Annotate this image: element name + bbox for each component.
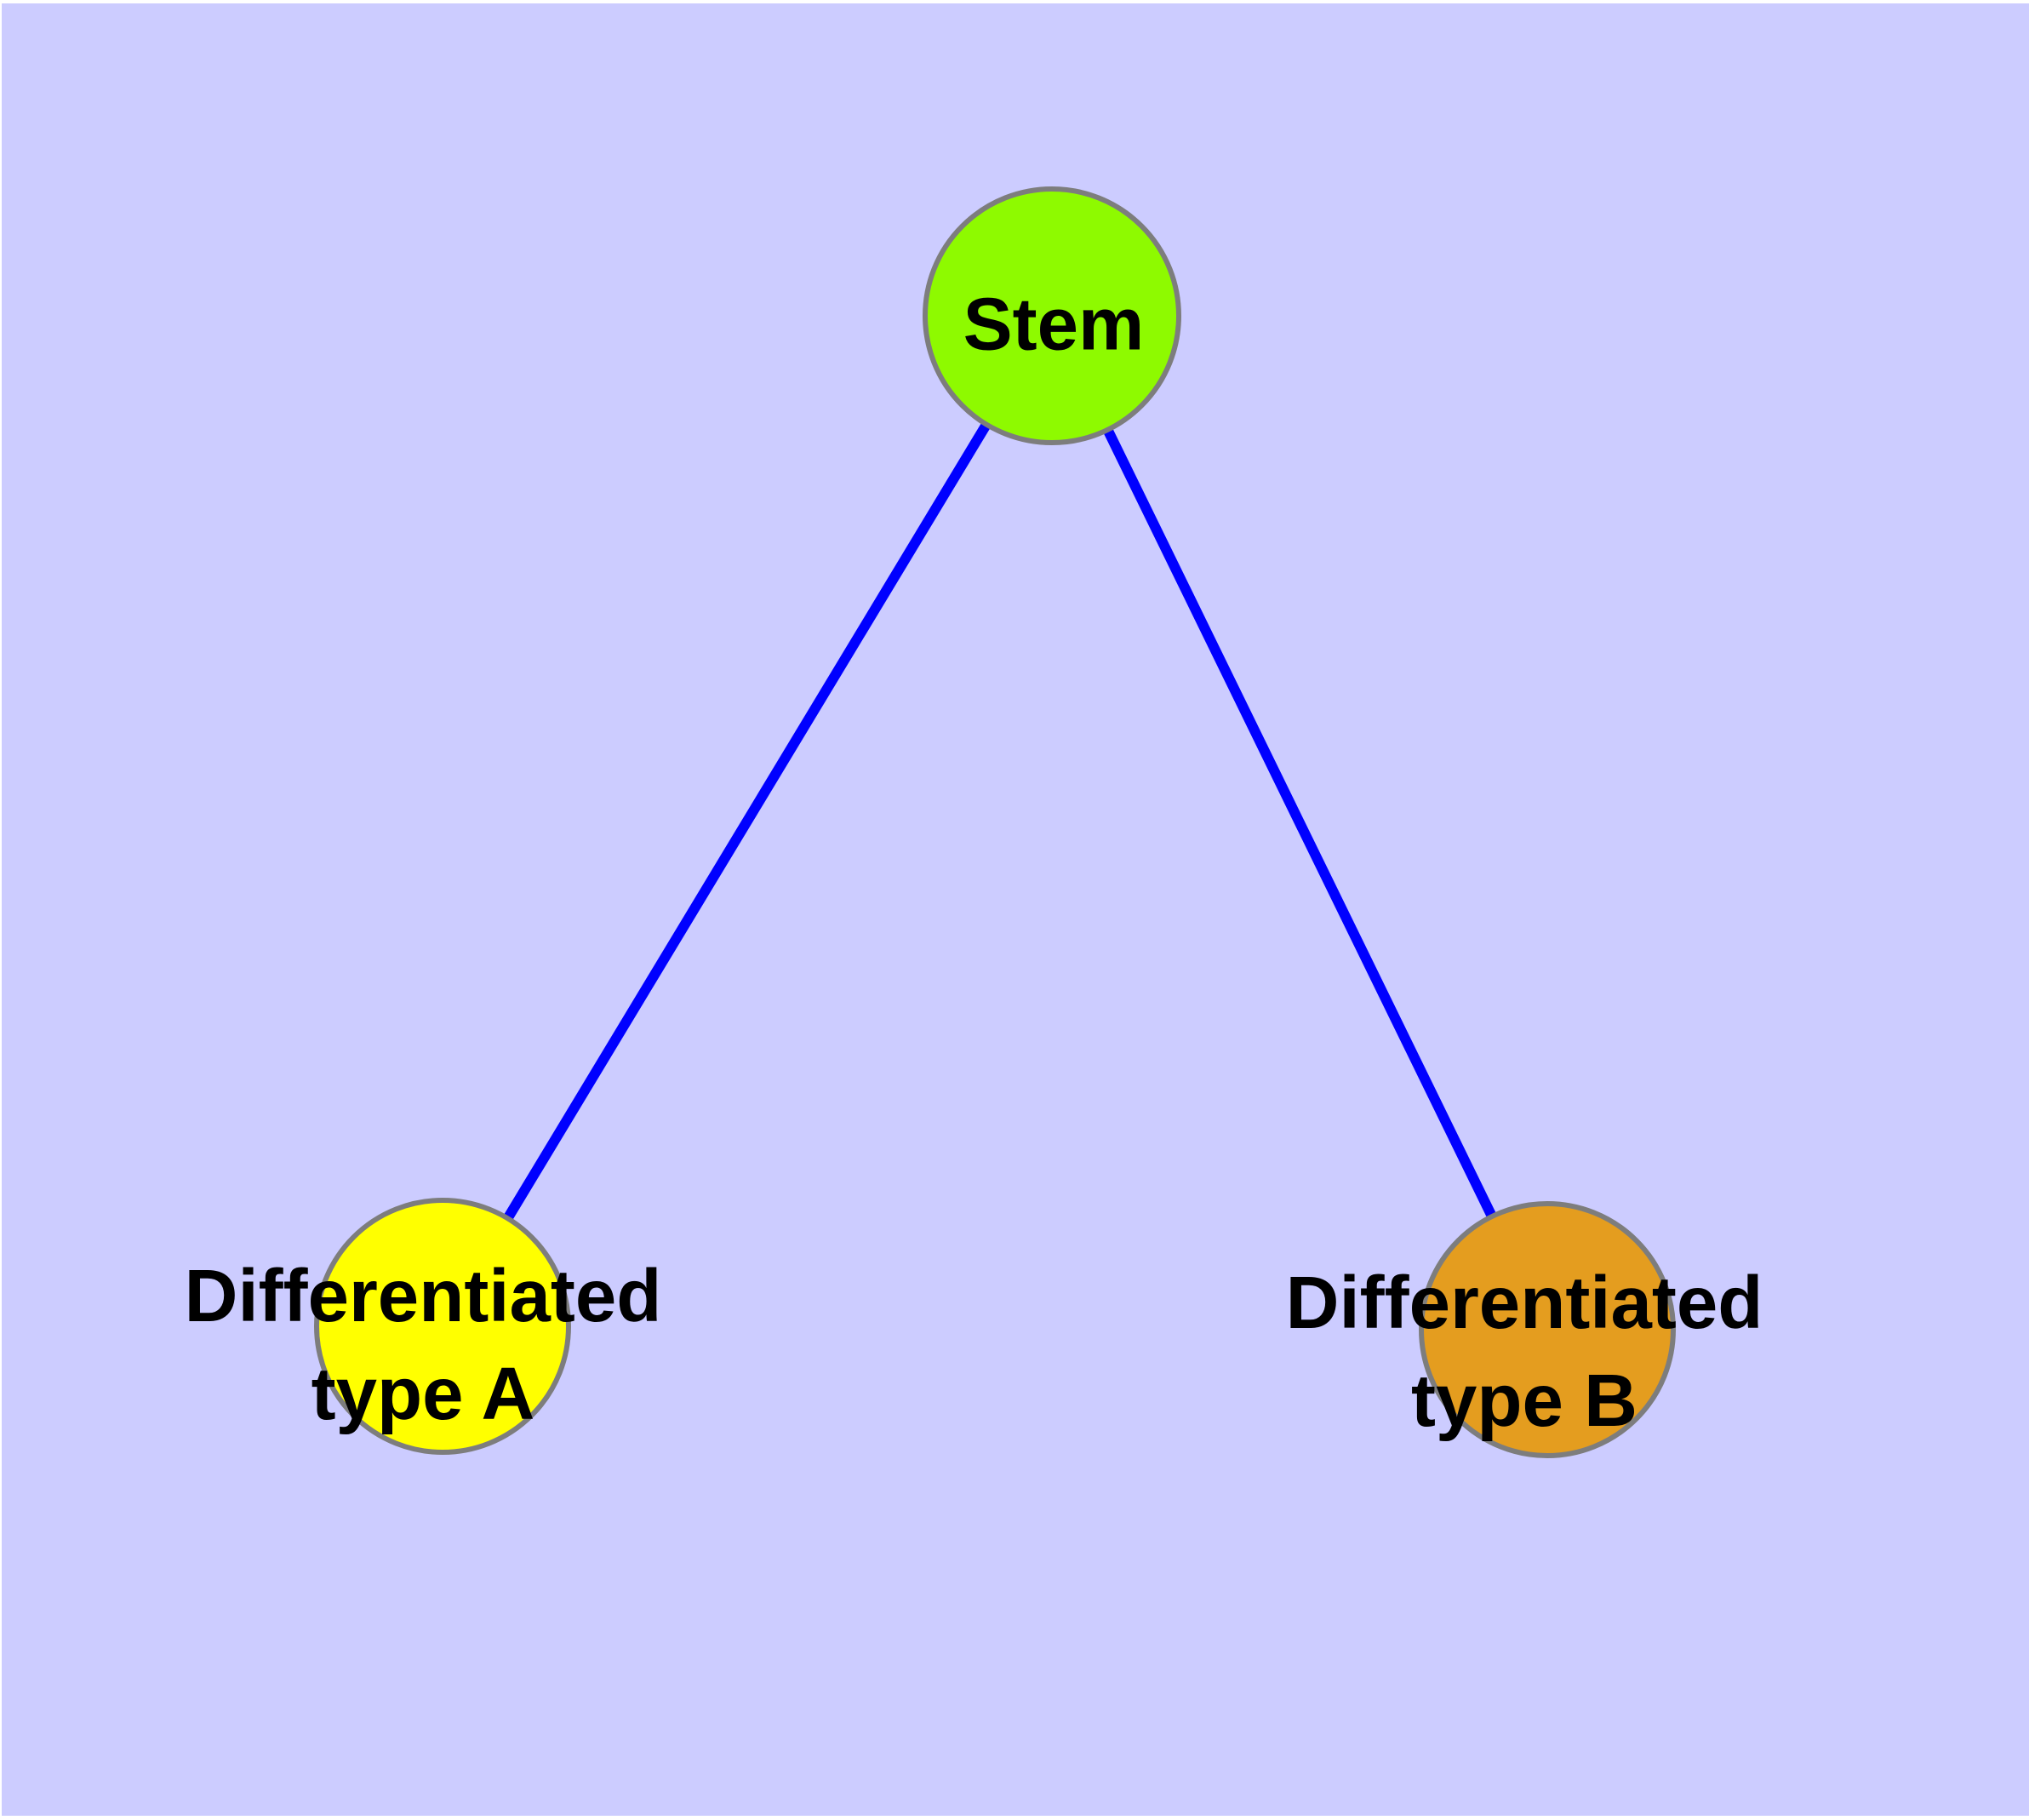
edge-stem-to-type-a — [437, 312, 1057, 1330]
node-label-line: Differentiated — [184, 1255, 662, 1337]
node-label-line: Differentiated — [1285, 1262, 1763, 1344]
node-label-line: Stem — [963, 283, 1145, 366]
node-differentiated-type-b — [1419, 1201, 1676, 1458]
node-label-stem: Stem — [963, 276, 1145, 374]
node-label-line: type B — [1411, 1359, 1637, 1442]
node-differentiated-type-a — [314, 1198, 571, 1455]
edge-stem-to-type-b — [1047, 313, 1552, 1332]
node-label-differentiated-type-a: Differentiated type A — [185, 1247, 662, 1443]
node-stem — [923, 186, 1181, 445]
node-label-differentiated-type-b: Differentiated type B — [1286, 1254, 1763, 1450]
node-label-line: type A — [311, 1353, 535, 1435]
